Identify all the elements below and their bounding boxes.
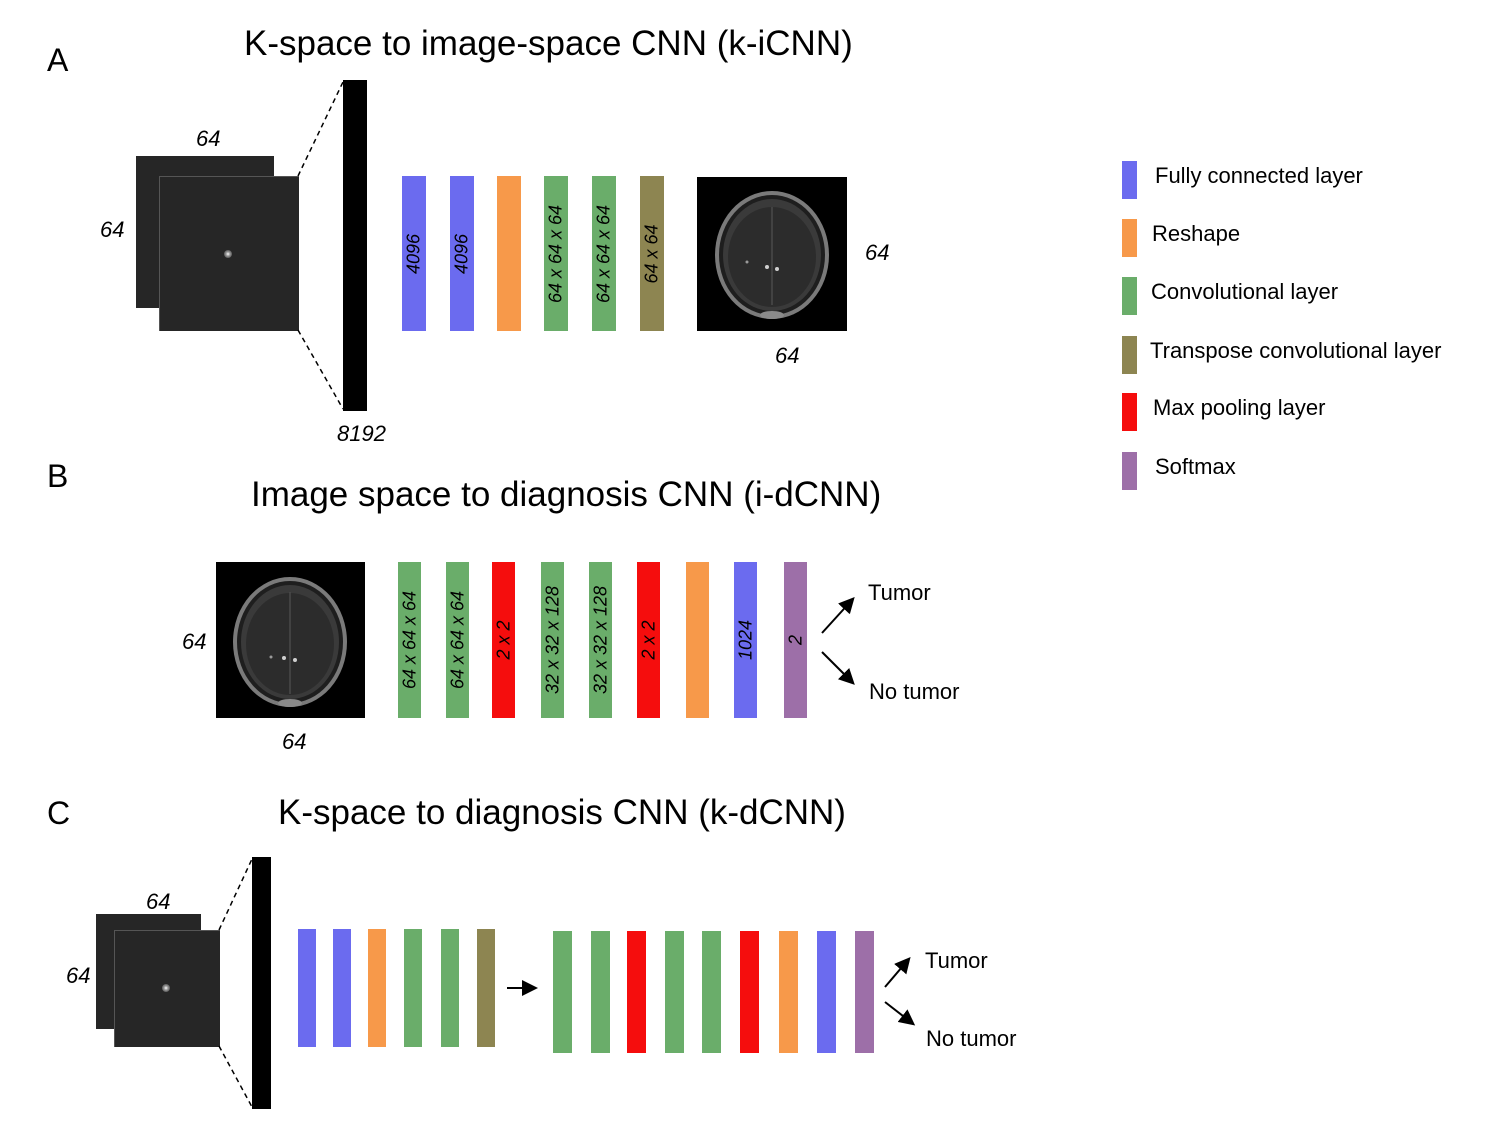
panel-a-output-width-label: 64: [775, 343, 800, 368]
panel-c-stage2-layer-4-convolutional: [665, 931, 684, 1053]
panel-b-arrow-no-tumor: [821, 651, 855, 685]
panel-c-stage2-layer-1-convolutional: [553, 931, 572, 1053]
panel-c-arrow-tumor: [884, 956, 911, 988]
panel-a-layer-1-fully-connected: 4096: [402, 176, 426, 331]
panel-b-input-height-label: 64: [182, 629, 207, 654]
panel-b-layer-9-softmax: 2: [784, 562, 807, 718]
panel-b-layer-7-reshape: [686, 562, 709, 718]
panel-a-kspace-front-frame: [159, 176, 299, 331]
panel-c-flatten-connector-top: [218, 858, 253, 931]
panel-c-stage2-layer-8-fully-connected: [817, 931, 836, 1053]
legend-label-convolutional: Convolutional layer: [1151, 279, 1339, 304]
panel-a-title: K-space to image-space CNN (k-iCNN): [244, 24, 853, 63]
legend-swatch-fully-connected: [1122, 161, 1137, 199]
panel-a-layer-4-convolutional: 64 x 64 x 64: [544, 176, 568, 331]
panel-a-letter: A: [47, 42, 69, 78]
panel-b-layer-2-convolutional: 64 x 64 x 64: [446, 562, 469, 718]
panel-c-title: K-space to diagnosis CNN (k-dCNN): [278, 793, 846, 832]
panel-b-title: Image space to diagnosis CNN (i-dCNN): [251, 475, 882, 514]
legend-swatch-softmax: [1122, 452, 1137, 490]
panel-b-output-tumor: Tumor: [868, 580, 931, 605]
panel-c-stage2-layer-7-reshape: [779, 931, 798, 1053]
panel-a-layer-5-convolutional: 64 x 64 x 64: [592, 176, 616, 331]
legend-label-softmax: Softmax: [1155, 454, 1236, 479]
panel-a-flatten-connector-top: [297, 81, 344, 177]
panel-b-layer-3-max-pooling: 2 x 2: [492, 562, 515, 718]
panel-a-layer-3-reshape: [497, 176, 521, 331]
panel-b-layer-6-max-pooling: 2 x 2: [637, 562, 660, 718]
panel-b-input-image: [216, 562, 365, 718]
panel-a-vector-size-label: 8192: [337, 421, 386, 446]
panel-a-layer-6-transpose-convolutional: 64 x 64: [640, 176, 664, 331]
panel-c-stage1-layer-2-fully-connected: [333, 929, 351, 1047]
panel-a-layer-2-fully-connected: 4096: [450, 176, 474, 331]
kspace-center-peak: [162, 984, 170, 992]
panel-a-output-height-label: 64: [865, 240, 890, 265]
legend-label-fully-connected: Fully connected layer: [1155, 163, 1363, 188]
panel-c-letter: C: [47, 795, 71, 831]
panel-c-arrow-no-tumor: [884, 1001, 916, 1026]
kspace-center-peak: [224, 250, 232, 258]
panel-c-stage1-layer-3-reshape: [368, 929, 386, 1047]
panel-b-layer-8-fully-connected: 1024: [734, 562, 757, 718]
legend-label-max-pooling: Max pooling layer: [1153, 395, 1326, 420]
panel-b-arrow-tumor: [821, 597, 855, 634]
panel-c-stage1-layer-6-transpose-convolutional: [477, 929, 495, 1047]
panel-c-flattened-vector: [252, 857, 271, 1109]
panel-b-layer-4-convolutional: 32 x 32 x 128: [541, 562, 564, 718]
panel-c-input-width-label: 64: [146, 889, 171, 914]
panel-a-output-image: [697, 177, 847, 331]
legend-swatch-reshape: [1122, 219, 1137, 257]
panel-b-letter: B: [47, 458, 69, 494]
brain-mri-image: [233, 577, 347, 707]
panel-b-output-no-tumor: No tumor: [869, 679, 960, 704]
panel-a-flattened-vector: [343, 80, 367, 411]
panel-a-input-width-label: 64: [196, 126, 221, 151]
legend-swatch-max-pooling: [1122, 393, 1137, 431]
panel-c-input-height-label: 64: [66, 963, 91, 988]
panel-c-stage2-layer-5-convolutional: [702, 931, 721, 1053]
panel-a-input-height-label: 64: [100, 217, 125, 242]
panel-c-stage1-layer-5-convolutional: [441, 929, 459, 1047]
panel-a-flatten-connector-bottom: [297, 329, 344, 410]
legend-swatch-convolutional: [1122, 277, 1137, 315]
panel-c-stage2-layer-6-max-pooling: [740, 931, 759, 1053]
panel-c-stage2-layer-9-softmax: [855, 931, 874, 1053]
brain-mri-image: [715, 191, 829, 319]
panel-b-layer-5-convolutional: 32 x 32 x 128: [589, 562, 612, 718]
panel-c-output-tumor: Tumor: [925, 948, 988, 973]
panel-c-kspace-front-frame: [114, 930, 220, 1047]
legend-label-reshape: Reshape: [1152, 221, 1241, 246]
panel-c-stage2-layer-2-convolutional: [591, 931, 610, 1053]
panel-c-stage2-layer-3-max-pooling: [627, 931, 646, 1053]
legend-swatch-transpose-convolutional: [1122, 336, 1137, 374]
panel-c-stage1-layer-4-convolutional: [404, 929, 422, 1047]
panel-c-output-no-tumor: No tumor: [926, 1026, 1017, 1051]
panel-b-input-width-label: 64: [282, 729, 307, 754]
panel-c-flatten-connector-bottom: [218, 1045, 253, 1108]
legend-label-transpose-convolutional: Transpose convolutional layer: [1150, 338, 1442, 363]
panel-c-stage1-layer-1-fully-connected: [298, 929, 316, 1047]
panel-b-layer-1-convolutional: 64 x 64 x 64: [398, 562, 421, 718]
